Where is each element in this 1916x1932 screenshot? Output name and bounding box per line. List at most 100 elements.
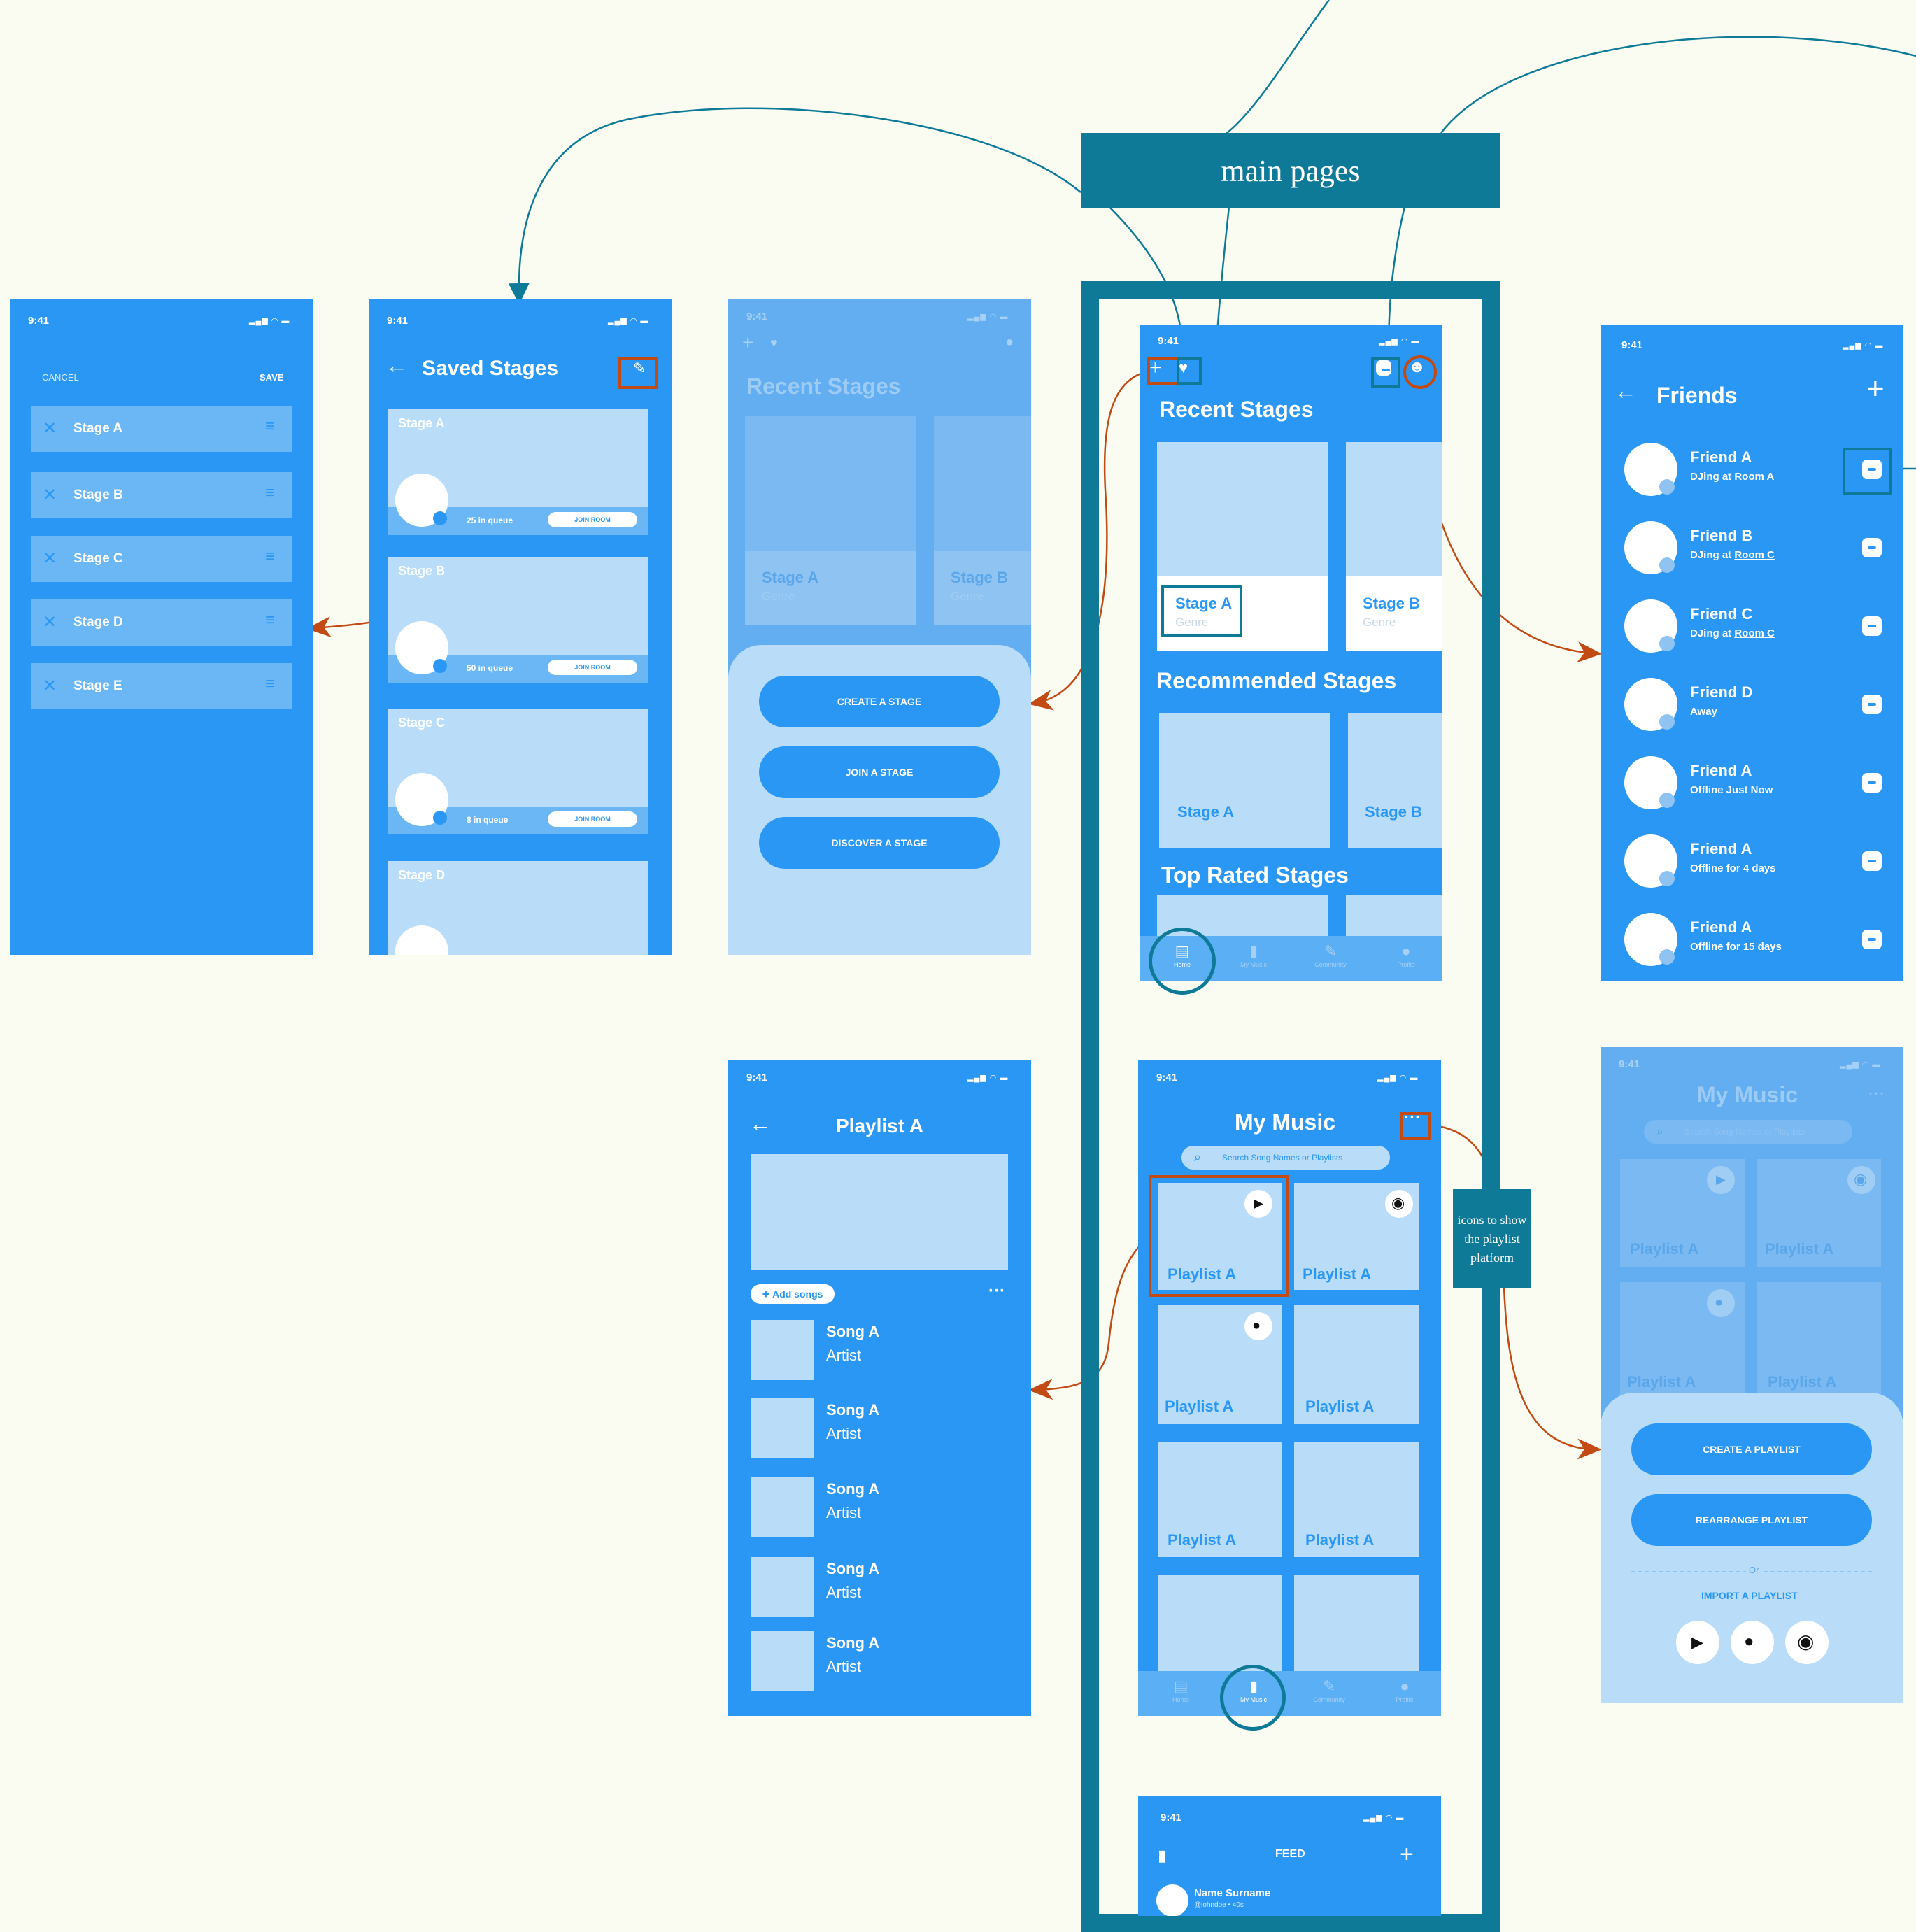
nav-profile[interactable]: ●Profile xyxy=(1377,1677,1433,1703)
nav-profile[interactable]: ●Profile xyxy=(1378,942,1434,968)
room-link[interactable]: Room C xyxy=(1734,627,1775,639)
remove-friend-icon[interactable] xyxy=(1862,460,1882,479)
save-button[interactable]: SAVE xyxy=(260,372,284,383)
search-input[interactable]: Search Song Names or Playlists xyxy=(1222,1153,1343,1163)
add-friend-plus-icon[interactable]: + xyxy=(1866,371,1885,406)
remove-friend-icon[interactable] xyxy=(1862,930,1882,949)
room-link[interactable]: Room C xyxy=(1734,549,1775,561)
room-link[interactable]: Room A xyxy=(1734,471,1775,483)
minus-highlight xyxy=(1371,357,1400,388)
status-icons: ▂▄▆ ◠ ▬ xyxy=(1379,337,1420,346)
back-arrow-icon[interactable]: ← xyxy=(749,1111,772,1136)
playlist-card[interactable]: ▶ Playlist A xyxy=(1158,1183,1282,1290)
friend-status: DJing at Room C xyxy=(1690,549,1775,561)
back-arrow-icon[interactable]: ← xyxy=(385,353,408,378)
remove-icon[interactable]: ✕ xyxy=(43,485,57,504)
import-playlist-label[interactable]: IMPORT A PLAYLIST xyxy=(1701,1590,1798,1601)
join-room-button[interactable]: JOIN ROOM xyxy=(548,512,637,527)
remove-icon[interactable]: ✕ xyxy=(43,419,57,438)
add-songs-button[interactable]: +Add songs xyxy=(751,1284,835,1304)
nav-home[interactable]: ▤Home xyxy=(1153,1677,1209,1703)
nav-my-music[interactable]: ▮My Music xyxy=(1226,942,1282,968)
edit-stage-row[interactable]: ✕ Stage A ≡ xyxy=(31,406,292,452)
playlist-card[interactable] xyxy=(1158,1575,1282,1679)
search-icon: ⌕ xyxy=(1656,1124,1664,1138)
saved-stage-card[interactable]: Stage B 50 in queue JOIN ROOM xyxy=(388,557,648,683)
discover-stage-button[interactable]: DISCOVER A STAGE xyxy=(759,817,1000,869)
nav-community[interactable]: ✎Community xyxy=(1303,942,1358,968)
recommended-stage-card[interactable]: Stage A xyxy=(1159,713,1330,848)
bookmark-icon[interactable]: ▮ xyxy=(1158,1847,1167,1864)
stage-name: Stage B xyxy=(1365,803,1422,821)
recent-stage-card[interactable]: Stage B Genre xyxy=(1346,442,1442,651)
remove-icon[interactable]: ✕ xyxy=(43,613,57,632)
join-room-button[interactable]: JOIN ROOM xyxy=(548,660,637,675)
add-stage-plus-icon[interactable]: + xyxy=(1149,356,1162,379)
friend-status: Offline Just Now xyxy=(1690,784,1773,796)
back-arrow-icon[interactable]: ← xyxy=(1615,378,1637,404)
remove-friend-icon[interactable] xyxy=(1862,538,1882,557)
edit-stage-row[interactable]: ✕ Stage D ≡ xyxy=(31,599,292,646)
remove-friend-icon[interactable] xyxy=(1862,695,1882,714)
playlist-card[interactable]: ● Playlist A xyxy=(1158,1305,1282,1424)
new-post-plus-icon[interactable]: + xyxy=(1400,1841,1414,1868)
status-icons: ▂▄▆ ◠ ▬ xyxy=(1843,341,1884,350)
join-room-button[interactable]: JOIN ROOM xyxy=(548,811,637,827)
import-apple-button[interactable]: ● xyxy=(1731,1621,1774,1664)
search-bar[interactable]: ⌕ Search Song Names or Playlists xyxy=(1181,1146,1390,1170)
more-options-icon[interactable]: ··· xyxy=(988,1281,1005,1300)
join-stage-button[interactable]: JOIN A STAGE xyxy=(759,746,1000,798)
remove-icon[interactable]: ✕ xyxy=(43,676,57,695)
saved-stage-card[interactable]: Stage D xyxy=(388,861,648,955)
drag-handle-icon[interactable]: ≡ xyxy=(265,483,276,502)
saved-stages-heart-icon[interactable]: ♥ xyxy=(1179,359,1188,376)
drag-handle-icon[interactable]: ≡ xyxy=(265,611,276,630)
recent-stage-card[interactable]: Stage A Genre xyxy=(1157,442,1328,651)
remove-icon[interactable]: ✕ xyxy=(43,549,57,568)
edit-stage-row[interactable]: ✕ Stage C ≡ xyxy=(31,536,292,582)
create-playlist-button[interactable]: CREATE A PLAYLIST xyxy=(1631,1423,1872,1475)
nav-community[interactable]: ✎Community xyxy=(1301,1677,1357,1703)
import-spotify-button[interactable]: ◉ xyxy=(1785,1621,1829,1664)
recommended-stage-card[interactable]: Stage B xyxy=(1348,713,1442,848)
stage-name: Stage E xyxy=(73,679,122,693)
drag-handle-icon[interactable]: ≡ xyxy=(265,674,276,693)
cancel-button[interactable]: CANCEL xyxy=(42,372,79,383)
remove-friend-icon[interactable] xyxy=(1862,616,1882,636)
playlist-card[interactable]: Playlist A xyxy=(1158,1442,1282,1557)
saved-stage-card[interactable]: Stage A 25 in queue JOIN ROOM xyxy=(388,409,648,535)
song-artist: Artist xyxy=(826,1425,862,1442)
stage-a-highlight xyxy=(1161,585,1242,637)
drag-handle-icon[interactable]: ≡ xyxy=(265,417,276,436)
playlist-card[interactable] xyxy=(1294,1575,1419,1679)
stage-card: Stage A Genre xyxy=(745,416,916,625)
create-stage-button[interactable]: CREATE A STAGE xyxy=(759,676,1000,727)
edit-pencil-icon[interactable]: ✎ xyxy=(633,360,646,377)
edit-stage-row[interactable]: ✕ Stage B ≡ xyxy=(31,472,292,518)
remove-friend-icon[interactable] xyxy=(1862,773,1882,793)
playlist-name: Playlist A xyxy=(1630,1240,1699,1258)
rearrange-playlist-button[interactable]: REARRANGE PLAYLIST xyxy=(1631,1494,1872,1546)
playlist-card[interactable]: Playlist A xyxy=(1294,1442,1419,1557)
playlist-card[interactable]: ◉ Playlist A xyxy=(1294,1183,1419,1290)
import-play-button[interactable]: ▶ xyxy=(1676,1621,1719,1664)
drag-handle-icon[interactable]: ≡ xyxy=(265,547,276,566)
plus-highlight xyxy=(1147,357,1179,385)
friends-minus-icon[interactable] xyxy=(1376,360,1391,376)
saved-stage-card[interactable]: Stage C 8 in queue JOIN ROOM xyxy=(388,709,648,834)
playlist-card[interactable]: Playlist A xyxy=(1294,1305,1419,1424)
edit-stage-row[interactable]: ✕ Stage E ≡ xyxy=(31,663,292,709)
remove-friend-icon[interactable] xyxy=(1862,851,1882,871)
